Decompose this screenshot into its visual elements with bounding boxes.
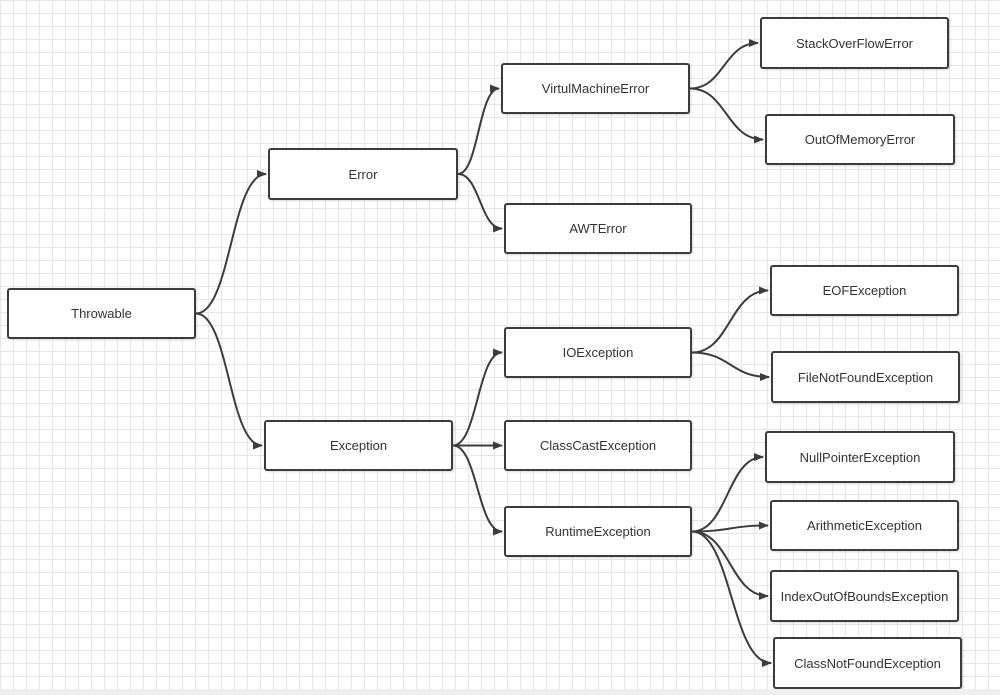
node-stack-overflow-error[interactable]: StackOverFlowError: [760, 17, 949, 69]
edge-throwable-to-exception: [195, 312, 263, 450]
node-class-cast-exception[interactable]: ClassCastException: [504, 420, 692, 471]
canvas-bottom-edge: [0, 689, 1000, 695]
node-runtime-exception[interactable]: RuntimeException: [504, 506, 692, 557]
node-null-pointer-exception[interactable]: NullPointerException: [765, 431, 955, 483]
edge-error-to-vme: [457, 84, 500, 175]
node-file-not-found-exception[interactable]: FileNotFoundException: [771, 351, 960, 403]
edge-exception-to-io: [452, 348, 503, 447]
edge-vme-to-oom: [689, 87, 764, 144]
edge-exception-to-rte: [452, 444, 503, 536]
edge-rte-to-ae: [691, 521, 769, 533]
node-out-of-memory-error[interactable]: OutOfMemoryError: [765, 114, 955, 165]
edge-io-to-eof: [691, 286, 769, 354]
node-throwable[interactable]: Throwable: [7, 288, 196, 339]
edge-io-to-fnf: [691, 351, 770, 381]
edge-throwable-to-error: [195, 170, 267, 315]
node-index-out-of-bounds-exception[interactable]: IndexOutOfBoundsException: [770, 570, 959, 622]
edge-rte-to-cnf: [691, 530, 772, 667]
edge-vme-to-soe: [689, 39, 759, 90]
node-io-exception[interactable]: IOException: [504, 327, 692, 378]
edge-rte-to-ioob: [691, 530, 769, 600]
edge-rte-to-npe: [691, 453, 764, 533]
node-virtual-machine-error[interactable]: VirtulMachineError: [501, 63, 690, 114]
node-awt-error[interactable]: AWTError: [504, 203, 692, 254]
edge-error-to-awt: [457, 173, 503, 233]
node-arithmetic-exception[interactable]: ArithmeticException: [770, 500, 959, 551]
node-eof-exception[interactable]: EOFException: [770, 265, 959, 316]
node-class-not-found-exception[interactable]: ClassNotFoundException: [773, 637, 962, 689]
node-error[interactable]: Error: [268, 148, 458, 200]
node-exception[interactable]: Exception: [264, 420, 453, 471]
